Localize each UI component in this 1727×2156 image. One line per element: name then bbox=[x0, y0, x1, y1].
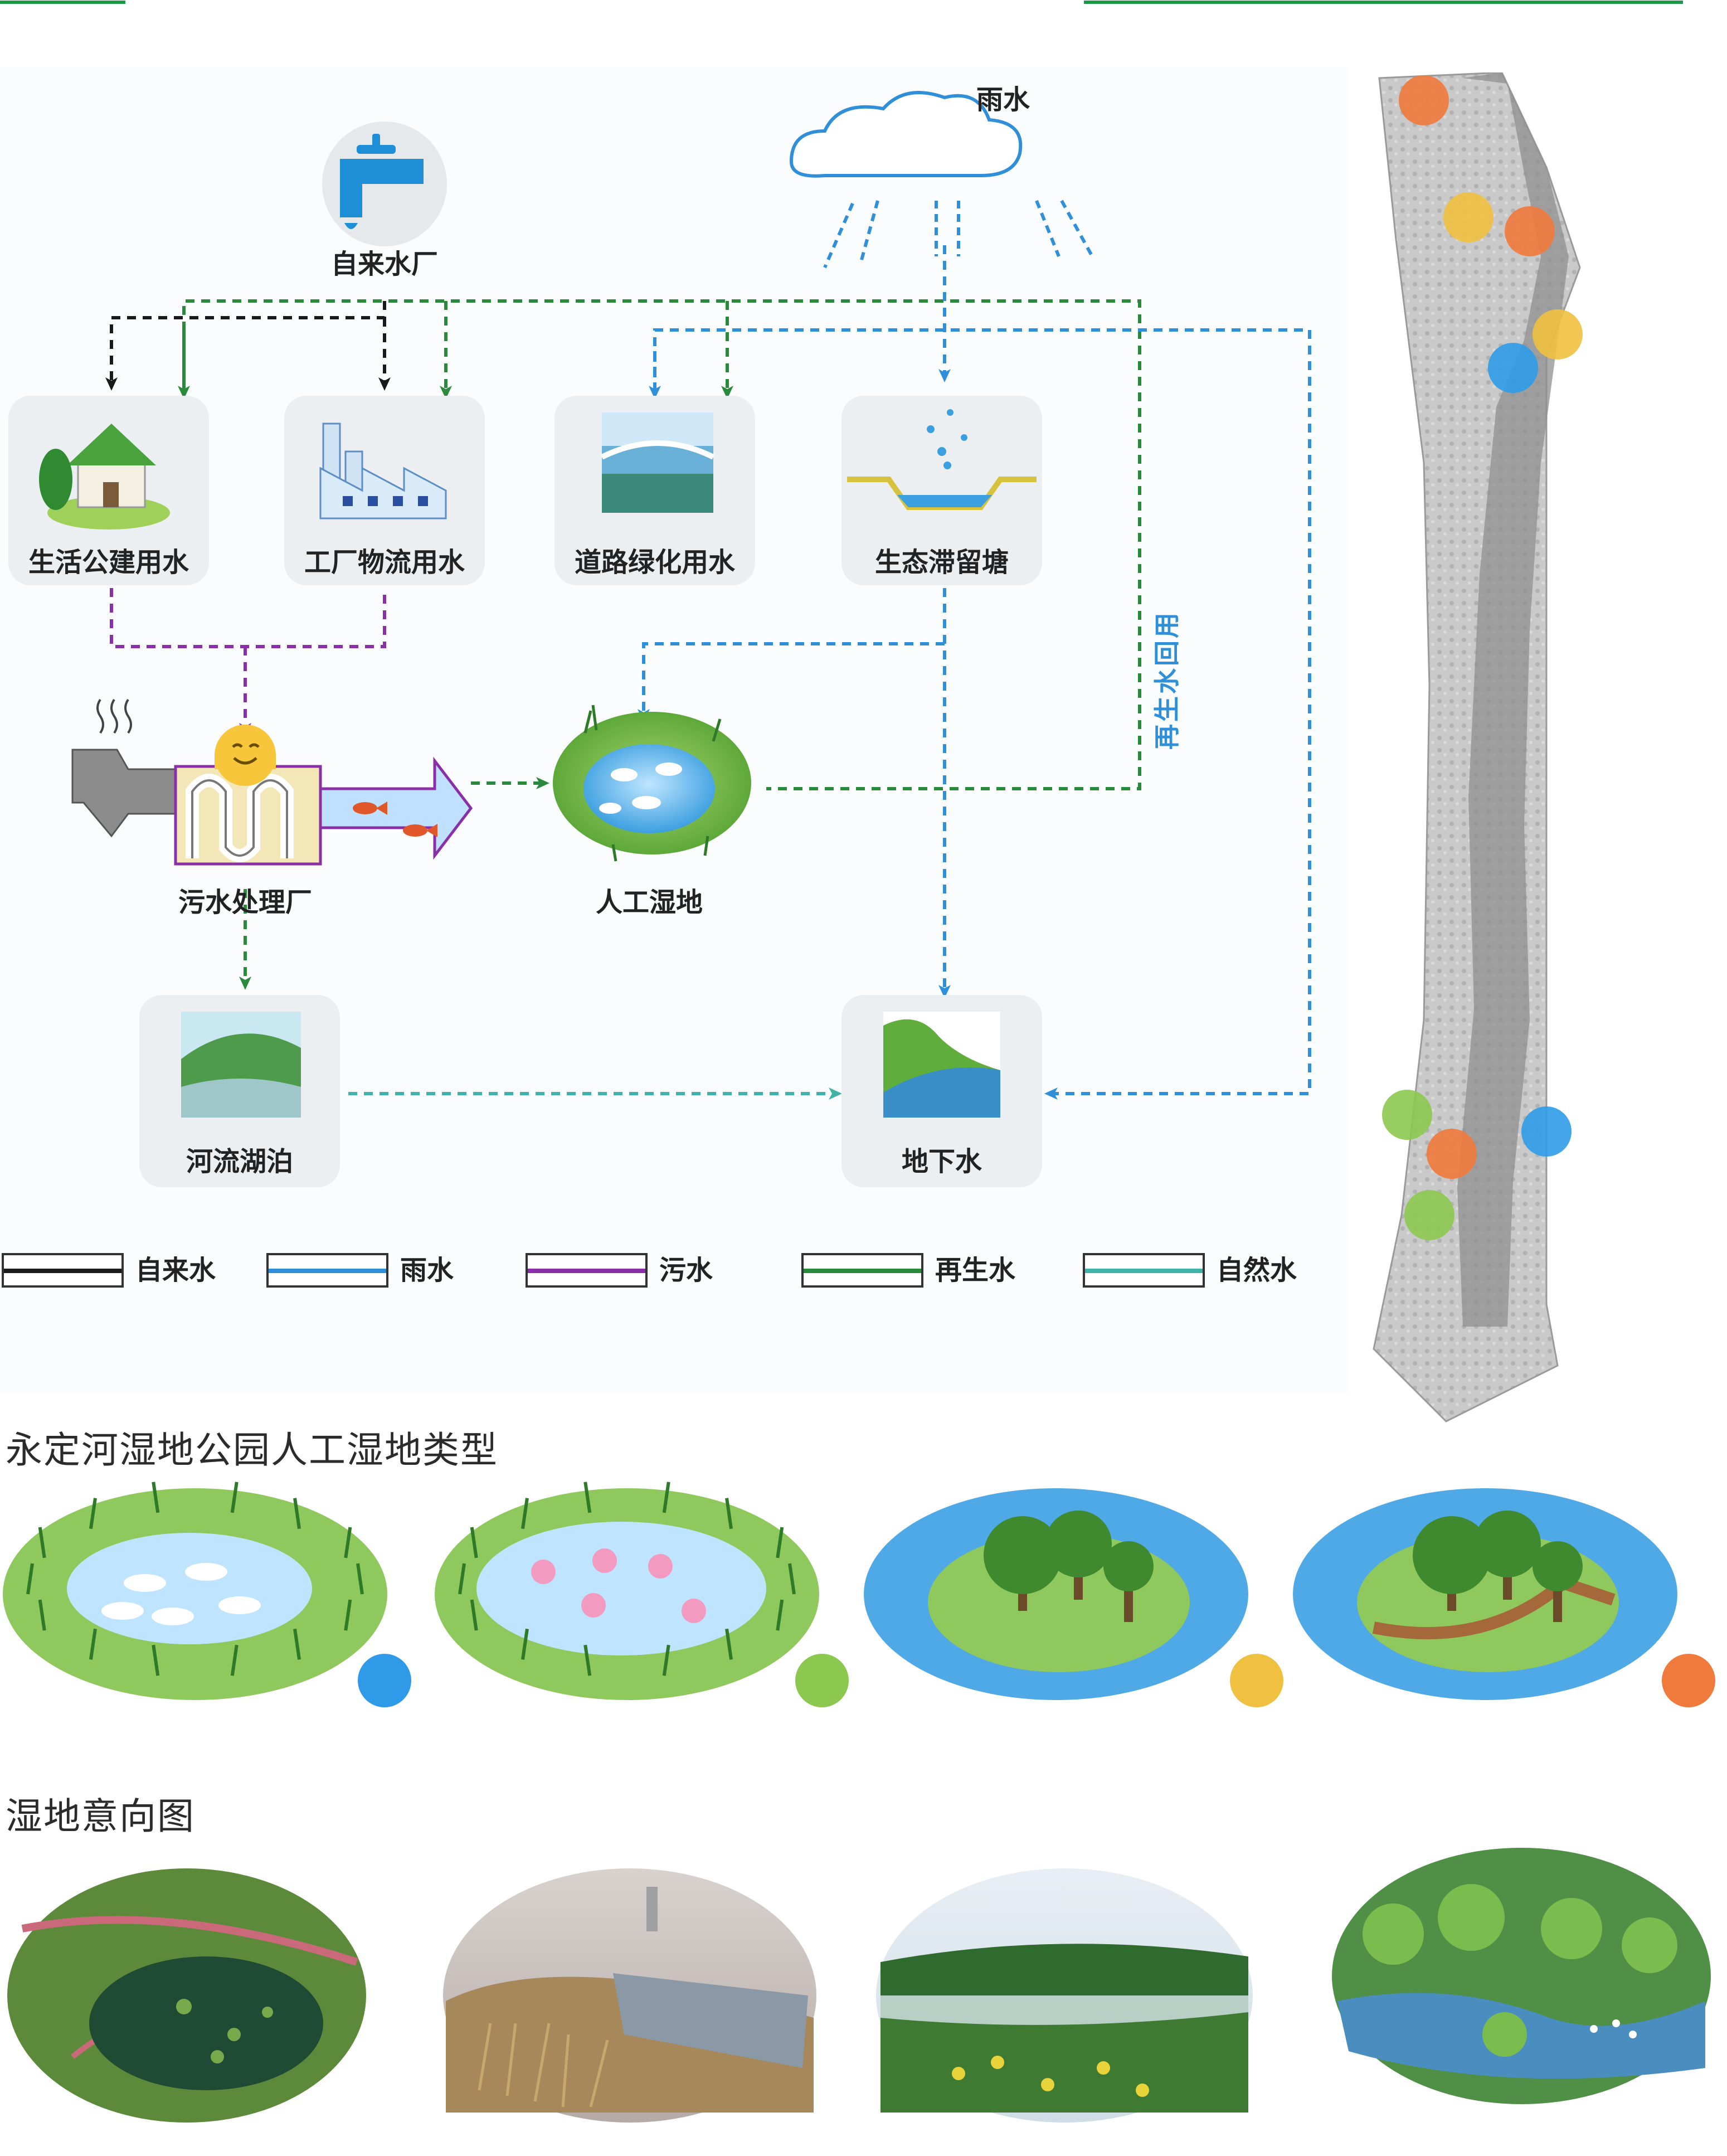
node-label: 道路绿化用水 bbox=[575, 547, 736, 578]
map-marker bbox=[1382, 1090, 1432, 1140]
reclaimed-reuse-label: 再生水回用 bbox=[1152, 610, 1182, 750]
node-label: 污水处理厂 bbox=[178, 887, 312, 918]
map-marker bbox=[1399, 75, 1449, 125]
wetland-type-recreation-wetland bbox=[1293, 1488, 1677, 1700]
node-label: 工厂物流用水 bbox=[304, 547, 465, 578]
map-marker bbox=[1427, 1129, 1477, 1179]
wetland-types-title: 永定河湿地公园人工湿地类型 bbox=[6, 1429, 498, 1472]
reclaimed-water-line bbox=[182, 299, 1141, 790]
fish-icon bbox=[599, 763, 682, 814]
groundwater-node: 地下水 bbox=[841, 995, 1042, 1187]
tap-water-plant-node: 自来水厂 bbox=[322, 122, 447, 280]
wetland-photo-2 bbox=[443, 1868, 816, 2123]
rain-water-line bbox=[638, 642, 945, 722]
legend-label: 自然水 bbox=[1217, 1255, 1297, 1286]
fish-icon bbox=[353, 802, 437, 837]
map-marker bbox=[1505, 206, 1555, 256]
outflow-arrow-icon bbox=[319, 756, 473, 860]
river-photo bbox=[181, 1012, 301, 1118]
retention-pond-node: 生态滞留塘 bbox=[841, 396, 1042, 585]
type-color-dot bbox=[358, 1654, 411, 1707]
node-label: 河流湖泊 bbox=[186, 1146, 293, 1177]
groundwater-section-icon bbox=[883, 1012, 1000, 1118]
legend-item: 再生水 bbox=[801, 1253, 1016, 1288]
node-label: 生活公建用水 bbox=[28, 547, 189, 578]
legend-item: 自然水 bbox=[1083, 1253, 1297, 1288]
road-greening-node: 道路绿化用水 bbox=[554, 396, 755, 585]
legend: 自来水 雨水 污水 再生水 自然水 bbox=[2, 1253, 1297, 1288]
domestic-water-node: 生活公建用水 bbox=[8, 396, 209, 585]
map-markers bbox=[1382, 75, 1583, 1240]
type-color-dot bbox=[1230, 1654, 1283, 1707]
cloud-icon bbox=[789, 91, 1023, 178]
node-label: 自来水厂 bbox=[331, 249, 438, 280]
legend-label: 雨水 bbox=[400, 1255, 454, 1286]
wetland-type-open-water-wetland bbox=[3, 1482, 387, 1700]
wetland-intent-title: 湿地意向图 bbox=[6, 1795, 195, 1838]
legend-label: 自来水 bbox=[135, 1255, 216, 1286]
legend-item: 污水 bbox=[526, 1253, 713, 1288]
node-label: 雨水 bbox=[976, 84, 1030, 115]
wetland-type-aquatic-plant-wetland bbox=[435, 1482, 819, 1700]
node-label: 生态滞留塘 bbox=[875, 547, 1009, 578]
legend-item: 自来水 bbox=[2, 1253, 216, 1288]
industrial-water-node: 工厂物流用水 bbox=[284, 396, 485, 585]
map-marker bbox=[1443, 192, 1494, 242]
faucet-icon bbox=[340, 134, 424, 229]
wetland-intent-photos bbox=[7, 1848, 1711, 2123]
rain-drops-icon bbox=[823, 200, 1094, 269]
road-greening-photo bbox=[600, 412, 715, 513]
legend-item: 雨水 bbox=[266, 1253, 454, 1288]
map-marker bbox=[1533, 309, 1583, 360]
node-label: 人工湿地 bbox=[596, 887, 703, 918]
wetland-photo-3 bbox=[876, 1868, 1253, 2123]
map-marker bbox=[1404, 1190, 1454, 1240]
type-color-dot bbox=[1662, 1654, 1715, 1707]
wetland-type-island-wetland bbox=[864, 1488, 1248, 1700]
river-park-map bbox=[1373, 72, 1583, 1422]
retention-pond-icon bbox=[847, 409, 1037, 510]
house-icon bbox=[39, 424, 170, 530]
node-label: 地下水 bbox=[902, 1146, 982, 1177]
type-color-dot bbox=[795, 1654, 849, 1707]
rain-node: 雨水 bbox=[789, 84, 1094, 269]
wetland-types-row bbox=[3, 1482, 1715, 1707]
wetland-photo-4 bbox=[1332, 1848, 1711, 2104]
legend-label: 再生水 bbox=[935, 1255, 1016, 1286]
river-lake-node: 河流湖泊 bbox=[139, 995, 340, 1187]
sewage-line bbox=[110, 588, 386, 648]
sewage-plant-node: 污水处理厂 bbox=[71, 698, 473, 918]
legend-label: 污水 bbox=[659, 1255, 713, 1286]
map-marker bbox=[1488, 343, 1538, 393]
constructed-wetland-node: 人工湿地 bbox=[553, 705, 751, 918]
tap-water-line bbox=[105, 301, 386, 391]
factory-icon bbox=[319, 423, 447, 519]
rain-water-line bbox=[653, 328, 1311, 1100]
map-marker bbox=[1521, 1106, 1572, 1157]
wetland-photo-1 bbox=[7, 1868, 366, 2123]
header-decoration bbox=[0, 1, 1683, 4]
water-cycle-diagram: 自来水厂 雨水 生活公建用水 bbox=[0, 67, 1349, 1393]
inflow-arrow-icon bbox=[71, 749, 179, 838]
